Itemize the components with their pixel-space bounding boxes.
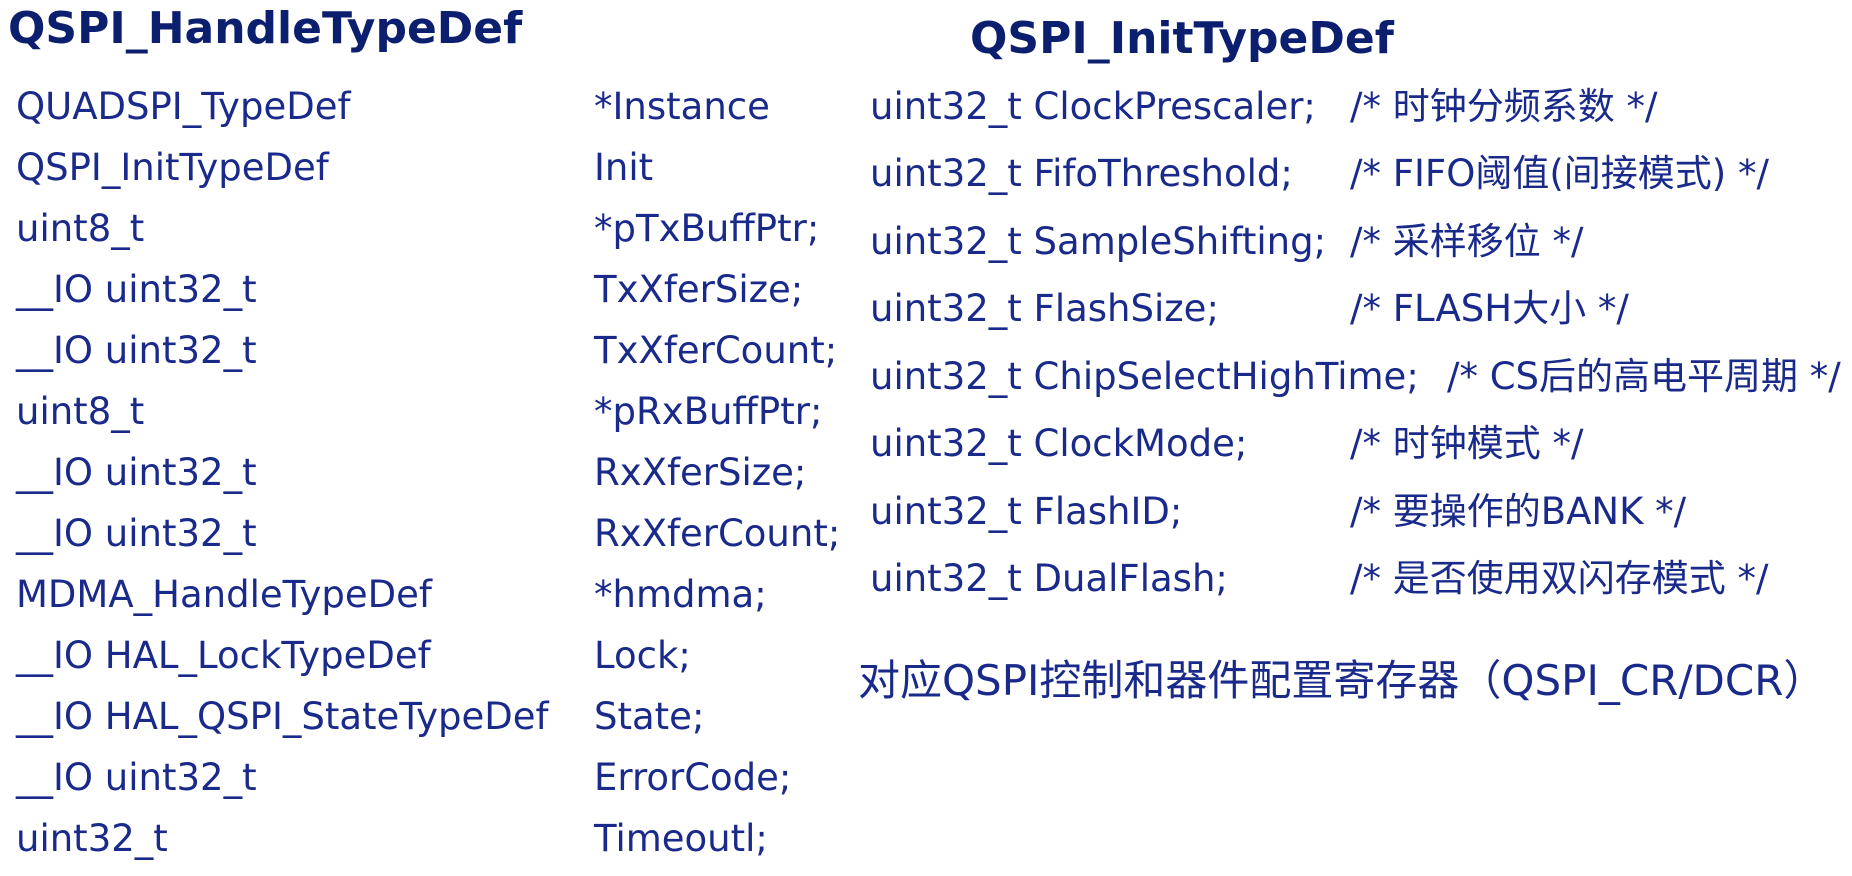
init-field-comment: /* FLASH大小 */: [1350, 287, 1629, 330]
register-mapping-note: 对应QSPI控制和器件配置寄存器（QSPI_CR/DCR）: [858, 656, 1826, 705]
init-field-declaration: uint32_t SampleShifting;: [870, 220, 1327, 263]
handle-field-type: QUADSPI_TypeDef: [16, 85, 351, 128]
handle-field-type: uint8_t: [16, 390, 145, 433]
init-field-declaration: uint32_t ChipSelectHighTime;: [870, 355, 1419, 398]
init-field-comment: /* 时钟分频系数 */: [1350, 85, 1658, 128]
handle-field-name: ErrorCode;: [594, 756, 792, 799]
handle-field-name: TxXferSize;: [594, 268, 804, 311]
handle-field-name: Timeoutl;: [594, 817, 768, 860]
handle-typedef-title: QSPI_HandleTypeDef: [8, 3, 523, 54]
handle-field-type: __IO uint32_t: [16, 756, 257, 799]
handle-field-name: TxXferCount;: [594, 329, 838, 372]
handle-field-type: __IO uint32_t: [16, 512, 257, 555]
init-field-comment: /* 采样移位 */: [1350, 220, 1584, 263]
init-field-comment: /* CS后的高电平周期 */: [1447, 355, 1841, 398]
init-field-declaration: uint32_t FifoThreshold;: [870, 152, 1293, 195]
init-field-declaration: uint32_t ClockMode;: [870, 422, 1248, 465]
handle-field-type: MDMA_HandleTypeDef: [16, 573, 432, 616]
handle-field-name: State;: [594, 695, 705, 738]
handle-field-type: QSPI_InitTypeDef: [16, 146, 329, 189]
handle-field-type: __IO HAL_LockTypeDef: [16, 634, 431, 677]
handle-field-name: *Instance: [594, 85, 770, 128]
handle-field-type: __IO uint32_t: [16, 329, 257, 372]
init-field-comment: /* 时钟模式 */: [1350, 422, 1584, 465]
init-field-comment: /* 是否使用双闪存模式 */: [1350, 557, 1769, 600]
init-field-declaration: uint32_t DualFlash;: [870, 557, 1228, 600]
init-field-declaration: uint32_t ClockPrescaler;: [870, 85, 1316, 128]
handle-field-name: RxXferCount;: [594, 512, 841, 555]
handle-field-type: uint32_t: [16, 817, 168, 860]
handle-field-type: __IO uint32_t: [16, 268, 257, 311]
handle-field-name: *pTxBuffPtr;: [594, 207, 820, 250]
handle-field-type: __IO uint32_t: [16, 451, 257, 494]
init-field-declaration: uint32_t FlashID;: [870, 490, 1183, 533]
handle-field-type: uint8_t: [16, 207, 145, 250]
handle-field-name: *hmdma;: [594, 573, 767, 616]
handle-field-name: Init: [594, 146, 654, 189]
handle-field-name: *pRxBuffPtr;: [594, 390, 823, 433]
init-field-declaration: uint32_t FlashSize;: [870, 287, 1219, 330]
handle-field-name: RxXferSize;: [594, 451, 807, 494]
handle-field-name: Lock;: [594, 634, 691, 677]
handle-field-type: __IO HAL_QSPI_StateTypeDef: [16, 695, 549, 738]
init-typedef-title: QSPI_InitTypeDef: [970, 13, 1394, 64]
init-field-comment: /* 要操作的BANK */: [1350, 490, 1687, 533]
init-field-comment: /* FIFO阈值(间接模式) */: [1350, 152, 1769, 195]
